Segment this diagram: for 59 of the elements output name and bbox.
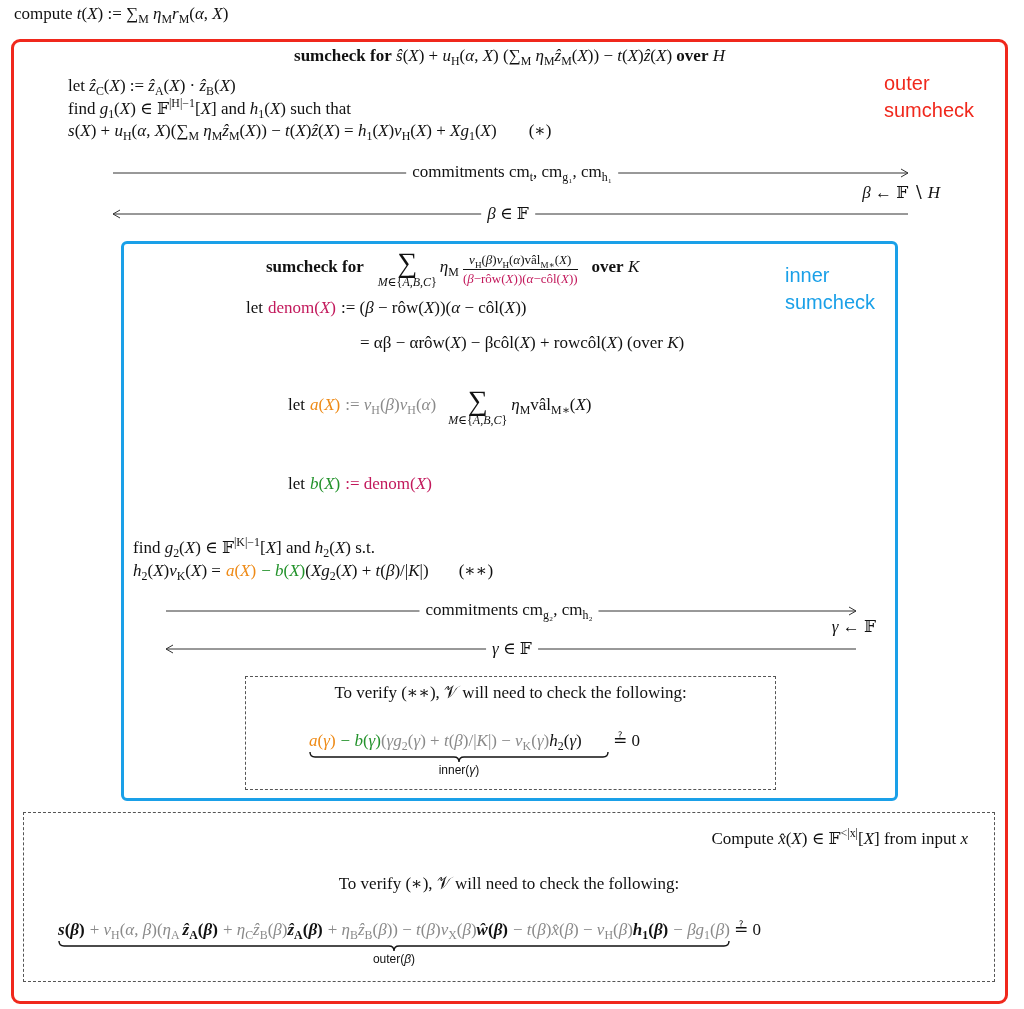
formula-term: ≟ 0 [734, 919, 761, 940]
panel-heading: sumcheck for ŝ(X) + u$_{H}$(α, X) (∑$_{M}$ η$_{M}$ẑ$_{M}$(X)) − t(X)ẑ(X) over H [294, 46, 725, 66]
formula-term: let [288, 474, 305, 494]
formula-term: + v$_{H}$(α, β)(η$_{A}$ [89, 920, 180, 940]
formula-term: ŵ(β) [476, 920, 508, 940]
formula-term: η$_{M}$ [439, 257, 459, 277]
formula-term: a(X) [310, 395, 341, 415]
formula-term: ≟ 0 [613, 730, 640, 751]
brace-label: inner(γ) [438, 763, 480, 777]
formula-term: := (β − rôw(X))(α − côl(X)) [341, 298, 527, 318]
formula-term: ẑ$_{A}$(β) [182, 920, 218, 940]
formula-term: h$_{2}$(γ) [549, 731, 582, 751]
formula-term: denom(X) [268, 298, 336, 318]
formula-term: (Xg$_{2}$(X) + t(β)/|K|) [305, 561, 429, 581]
formula-term: := v$_{H}$(β)v$_{H}$(α) [345, 395, 437, 415]
formula-term: h$_{1}$(β) [632, 920, 669, 940]
formula-term: − βg$_{1}$(β) [673, 920, 730, 940]
formula-term: := denom(X) [345, 474, 432, 494]
panel-heading: sumcheck for [266, 257, 364, 277]
formula: let ẑ$_{C}$(X) := ẑ$_{A}$(X) · ẑ$_{B}$(X) [68, 76, 236, 96]
sum-sign: ∑ [467, 388, 488, 414]
outer-sumcheck-panel [11, 39, 1008, 1004]
formula-term: η$_{M}$vâl$_{M∗}$(X) [511, 395, 592, 415]
panel-title: outer sumcheck [884, 71, 976, 123]
verification-panel [23, 812, 995, 982]
verification-panel [245, 676, 776, 790]
sampling-note: β ← 𝔽 ∖ H [862, 182, 940, 203]
formula-term: a(γ) [309, 731, 336, 751]
equation-tag: (∗) [528, 120, 552, 141]
instruction-text: To verify (∗), 𝒱 will need to check the following: [338, 873, 680, 894]
formula-term: ẑ$_{A}$(β) [287, 920, 323, 940]
formula-term: let [288, 395, 305, 415]
formula-term: − b(X) [261, 561, 306, 581]
formula-term: (γg$_{2}$(γ) + t(β)/|K|) − v$_{K}$(γ) [380, 731, 550, 751]
formula-term: h$_{2}$(X)v$_{K}$(X) = [133, 561, 221, 581]
inner-sumcheck-panel [121, 241, 898, 801]
formula: = αβ − αrôw(X) − βcôl(X) + rowcôl(X) (over K) [360, 333, 685, 353]
fraction-numerator: v$_{H}$(β)v$_{H}$(α)vâl$_{M∗}$(X) [469, 252, 572, 268]
formula-term: + η$_{B}$ẑ$_{B}$(β)) − t(β)v$_{X}$(β) [327, 920, 477, 940]
formula-term: − b(γ) [340, 731, 381, 751]
instruction-text: find g$_{2}$(X) ∈ 𝔽$^{|K|−1}$[X] and h$_{2}$(X) s.t. [133, 537, 376, 558]
formula-term: a(X) [225, 561, 257, 581]
formula-term: − t(β)x̂(β) − v$_{H}$(β) [513, 920, 633, 940]
formula-term: b(X) [310, 474, 341, 494]
formula-term: + η$_{C}$ẑ$_{B}$(β) [222, 920, 288, 940]
panel-heading: over K [591, 257, 640, 277]
sum-sign: ∑ [397, 250, 418, 276]
instruction-text: Compute x̂(X) ∈ 𝔽$^{<|x|}$[X] from input x [711, 828, 968, 849]
instruction-text: To verify (∗∗), 𝒱 will need to check the following: [334, 682, 687, 703]
equation-tag: (∗∗) [458, 560, 494, 581]
formula: s(X) + u$_{H}$(α, X)(∑$_{M}$ η$_{M}$ẑ$_{M}$(X)) − t(X)ẑ(X) = h$_{1}$(X)v$_{H}$(X) + Xg$_{1}$(X) [68, 121, 497, 141]
panel-title: inner sumcheck [785, 263, 877, 315]
formula-term: let [246, 298, 263, 318]
formula-term: s(β) [58, 920, 85, 940]
instruction-text: find g$_{1}$(X) ∈ 𝔽$^{|H|−1}$[X] and h$_{1}$(X) such that [68, 98, 352, 119]
brace-label: outer(β) [372, 952, 416, 966]
formula: compute t(X) := ∑$_{M}$ η$_{M}$r$_{M}$(α, X) [14, 4, 229, 24]
fraction-denominator: (β−rôw(X))(α−côl(X)) [462, 271, 578, 287]
sampling-note: γ ← 𝔽 [831, 616, 876, 637]
